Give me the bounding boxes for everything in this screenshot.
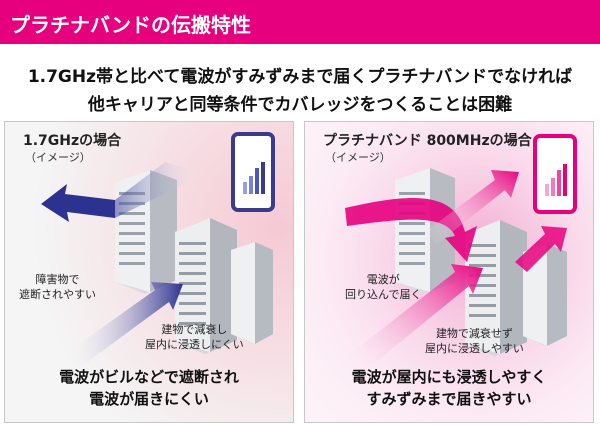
headline-line-2: 他キャリアと同等条件でカバレッジをつくることは困難 (87, 95, 513, 115)
note-line: 電波が (366, 273, 400, 286)
headline-line-1: 1.7GHz帯と比べて電波がすみずみまで届くプラチナバンドでなければ (27, 67, 573, 87)
conclusion: 電波が屋内にも浸透しやすく すみずみまで届きやすい (305, 366, 593, 410)
upward-wave-arrow (425, 170, 519, 244)
conclusion: 電波がビルなどで遮断され 電波が届きにくい (5, 366, 293, 410)
note-line: 障害物で (35, 273, 80, 286)
note-line: 屋内に浸透しにくい (145, 338, 244, 351)
conclusion-line: 電波が屋内にも浸透しやすく (351, 368, 547, 386)
penetrating-wave-arrow (345, 264, 483, 374)
right-wave-arrow (515, 226, 567, 272)
panel-title: 1.7GHzの場合 (23, 133, 122, 149)
panel-1-7ghz-illustration (5, 122, 293, 422)
smartphone-signal-bars-icon (231, 132, 275, 212)
title-bar: プラチナバンドの伝搬特性 (0, 0, 600, 44)
office-building-icon (465, 220, 527, 356)
note-line: 回り込んで届く (345, 288, 422, 301)
blocked-wave-arrow (41, 184, 115, 222)
panel-800mhz: プラチナバンド 800MHzの場合 （イメージ） 電波が 回り込んで届く 建物で… (304, 121, 594, 423)
note-line: 遮断されやすい (19, 288, 96, 301)
smartphone-signal-bars-icon (533, 134, 577, 214)
office-building-icon (231, 242, 273, 344)
page-title: プラチナバンドの伝搬特性 (10, 13, 251, 37)
conclusion-line: すみずみまで届きやすい (366, 390, 532, 408)
panel-title: プラチナバンド 800MHzの場合 (323, 133, 532, 149)
note-line: 建物で減衰し (161, 323, 228, 336)
note-line: 屋内に浸透しやすい (425, 342, 524, 355)
note-line: 建物で減衰せず (435, 327, 513, 340)
conclusion-line: 電波が届きにくい (89, 390, 209, 408)
panel-subtitle: （イメージ） (325, 151, 391, 164)
note-obstacle: 障害物で 遮断されやすい (19, 272, 96, 302)
note-building: 建物で減衰せず 屋内に浸透しやすい (425, 326, 524, 356)
note-diffraction: 電波が 回り込んで届く (345, 272, 421, 302)
diffracted-wave-arrow (345, 198, 477, 262)
panel-subtitle: （イメージ） (25, 151, 91, 164)
panel-1-7ghz: 1.7GHzの場合 （イメージ） 障害物で 遮断されやすい 建物で減衰し 屋内に… (4, 121, 294, 423)
note-building: 建物で減衰し 屋内に浸透しにくい (145, 322, 244, 352)
blocked-wave-band (115, 162, 205, 218)
panel-800mhz-illustration (305, 122, 593, 422)
attenuated-wave-arrow (65, 282, 183, 368)
office-building-icon (175, 218, 237, 354)
conclusion-line: 電波がビルなどで遮断され (59, 368, 239, 386)
